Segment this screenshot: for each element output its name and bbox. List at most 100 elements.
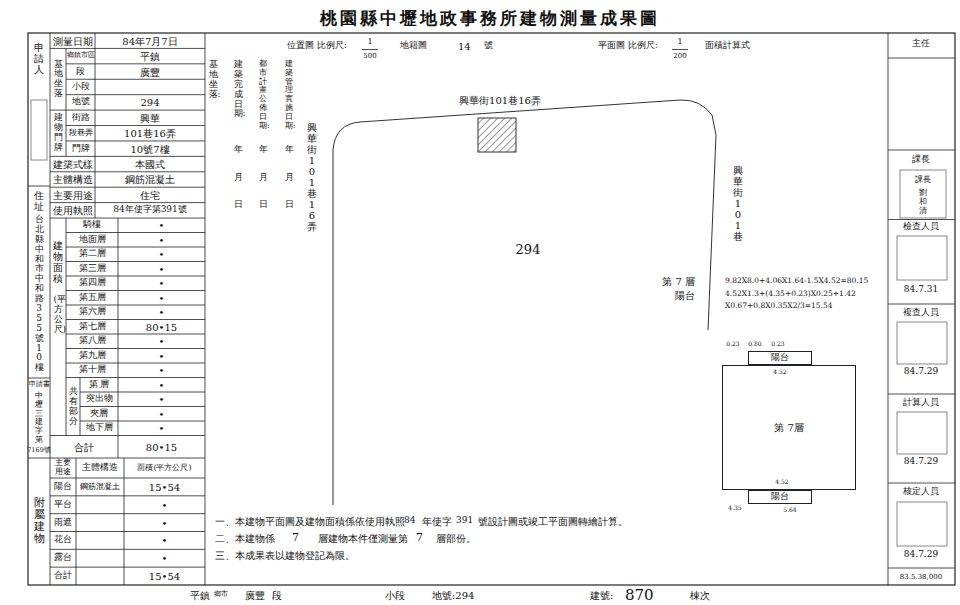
form-text: 15•54 bbox=[149, 571, 180, 582]
table-line bbox=[888, 483, 955, 484]
form-text: 第 7 層 bbox=[662, 276, 695, 287]
form-text: 80•15 bbox=[146, 321, 177, 332]
form-text: 4.52X1.3+(4.35+0.23)X0.25+1.42 bbox=[725, 290, 856, 298]
form-text: 地面層 bbox=[79, 235, 106, 245]
form-text: 第十層 bbox=[79, 365, 106, 375]
form-text: 10號7樓 bbox=[130, 143, 169, 154]
floor-plan-box: 第 7層 bbox=[722, 365, 856, 490]
table-line bbox=[66, 218, 67, 436]
form-text: • bbox=[159, 423, 165, 434]
form-text: 棟次 bbox=[690, 590, 710, 601]
form-text: • bbox=[159, 278, 165, 289]
form-text: 84.7.31 bbox=[904, 285, 938, 295]
table-line bbox=[66, 305, 205, 306]
form-text: 位置圖 比例尺: bbox=[287, 41, 347, 51]
table-line bbox=[888, 394, 955, 395]
table-line bbox=[66, 79, 205, 80]
form-text: 台北縣中和市中和路355號10樓 bbox=[35, 215, 44, 373]
form-text: 83.5.38,000 bbox=[900, 574, 942, 582]
table-line bbox=[50, 110, 205, 111]
table-line bbox=[66, 94, 205, 95]
form-text: 年 bbox=[259, 145, 268, 155]
form-text: 號設計圖或竣工平面圖轉繪計算。 bbox=[478, 517, 628, 527]
table-line bbox=[118, 218, 119, 458]
node-text: 陽台 bbox=[771, 353, 789, 363]
form-text: 日 bbox=[259, 200, 268, 210]
form-text: 4.52 bbox=[773, 369, 786, 376]
table-line bbox=[66, 140, 205, 141]
form-text: 15•54 bbox=[149, 481, 180, 492]
stamp-box bbox=[897, 502, 947, 546]
document-title: 桃園縣中壢地政事務所建物測量成果圖 bbox=[320, 9, 660, 28]
stamp-box bbox=[897, 236, 947, 280]
fraction-bar bbox=[362, 49, 378, 50]
table-line bbox=[50, 549, 205, 550]
table-line bbox=[80, 421, 205, 422]
form-text: 日 bbox=[285, 200, 294, 210]
stamp-box bbox=[900, 170, 946, 218]
form-text: 課長 bbox=[912, 155, 930, 165]
form-text: 建築完成日期: bbox=[234, 60, 243, 119]
form-text: 興華街101巷 bbox=[733, 165, 743, 242]
form-text: 露台 bbox=[54, 553, 72, 563]
table-line bbox=[66, 276, 205, 277]
form-text: 84.7.29 bbox=[904, 457, 938, 467]
form-text: 84.7.29 bbox=[904, 550, 938, 560]
table-line bbox=[66, 319, 205, 320]
form-text: 第二層 bbox=[79, 249, 106, 259]
table-line bbox=[50, 567, 205, 568]
form-text: 都市計畫公佈日期: bbox=[259, 60, 267, 130]
form-text: 月 bbox=[285, 173, 294, 183]
form-text: 地號 bbox=[72, 97, 90, 107]
form-text: 870 bbox=[625, 587, 654, 604]
form-text: 使用執照 bbox=[53, 205, 93, 216]
node-text: 陽台 bbox=[771, 492, 789, 502]
balcony-box: 陽台 bbox=[748, 351, 812, 365]
form-text: 廣豐 bbox=[140, 66, 160, 77]
form-text: 7 bbox=[292, 532, 299, 544]
table-line bbox=[888, 150, 955, 151]
table-line bbox=[50, 202, 205, 203]
table-line bbox=[66, 247, 205, 248]
form-text: 4.52 bbox=[775, 479, 788, 486]
form-text: 294 bbox=[140, 97, 159, 108]
table-line bbox=[95, 33, 96, 218]
form-text: 月 bbox=[259, 173, 268, 183]
form-text: 80•15 bbox=[146, 441, 177, 452]
table-line bbox=[66, 290, 205, 291]
form-text: 共有部分 bbox=[69, 387, 78, 427]
form-text: 0.80 bbox=[748, 341, 761, 348]
form-text: 0.23 bbox=[726, 341, 739, 348]
form-text: 三、本成果表以建物登記為限。 bbox=[215, 551, 355, 561]
form-text: • bbox=[159, 336, 165, 347]
form-text: 住址 bbox=[34, 190, 44, 212]
form-text: 主體構造 bbox=[53, 174, 93, 185]
form-text: 本國式 bbox=[135, 159, 165, 170]
form-text: 第七層 bbox=[79, 322, 106, 332]
table-line bbox=[888, 33, 889, 585]
form-text: 年使字 bbox=[422, 517, 452, 527]
form-text: 建物面積 bbox=[53, 240, 63, 284]
table-line bbox=[50, 495, 205, 496]
form-text: 391 bbox=[456, 516, 473, 526]
form-text: 14 bbox=[458, 41, 471, 52]
table-line bbox=[124, 458, 125, 585]
form-text: 鋼筋混凝土 bbox=[125, 174, 175, 185]
form-text: 地籍圖 bbox=[400, 41, 427, 51]
form-text: 建築管理實施日期: bbox=[285, 60, 293, 130]
table-line bbox=[66, 334, 205, 335]
balcony-box: 陽台 bbox=[748, 490, 812, 504]
table-grid bbox=[28, 33, 955, 585]
node-text: 第 7層 bbox=[774, 422, 804, 433]
building-hatch bbox=[478, 118, 516, 152]
table-line bbox=[66, 232, 205, 233]
form-text: 段巷弄 bbox=[69, 129, 93, 138]
form-text: 日 bbox=[234, 200, 243, 210]
table-line bbox=[50, 218, 205, 219]
form-text: 一、本建物平面圖及建物面積係依使用執照 bbox=[215, 517, 405, 527]
form-text: 面積(平方公尺) bbox=[137, 464, 191, 473]
road-boundary bbox=[333, 100, 716, 505]
stamp-box bbox=[897, 322, 947, 364]
form-text: 第九層 bbox=[79, 351, 106, 361]
form-text: • bbox=[159, 249, 165, 260]
